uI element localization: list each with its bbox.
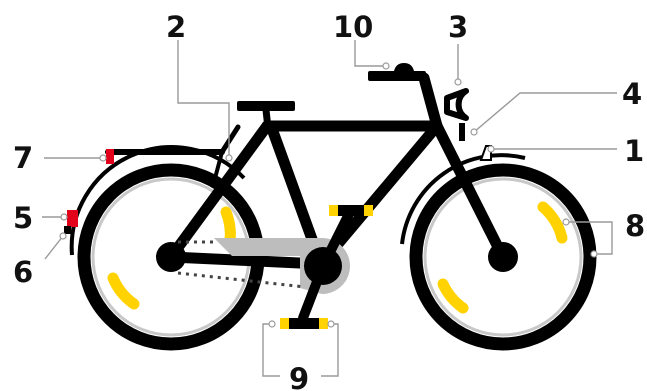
headlight	[447, 91, 466, 118]
callout-5: 5	[13, 201, 33, 235]
callout-10: 10	[333, 10, 373, 44]
leader-1-dot	[488, 146, 494, 152]
carrier-rear-reflector	[106, 149, 114, 164]
callout-8: 8	[625, 209, 645, 243]
leader-2	[178, 40, 229, 158]
front-hub	[488, 242, 518, 272]
bell	[394, 63, 414, 71]
callout-4: 4	[622, 77, 642, 111]
leader-9	[263, 324, 280, 376]
rear-hub	[156, 242, 186, 272]
leader-2-dot	[226, 155, 232, 161]
leader-6-dot	[60, 233, 66, 239]
callout-3: 3	[448, 10, 468, 44]
saddle	[237, 101, 295, 111]
leader-6	[45, 236, 63, 259]
leader-4	[474, 93, 617, 132]
handlebar	[368, 71, 426, 81]
callout-2: 2	[166, 10, 186, 44]
callout-9: 9	[289, 362, 309, 391]
leader-9b	[321, 324, 338, 376]
pedal-upper	[329, 205, 373, 216]
callout-1: 1	[624, 134, 644, 168]
leader-4-dot	[471, 129, 477, 135]
front-reflector	[459, 123, 465, 141]
callout-6: 6	[13, 255, 33, 289]
leader-5-dot	[61, 214, 67, 220]
leader-8-dot-top	[563, 219, 569, 225]
rear-wheel-spoke-reflector-top	[226, 212, 230, 241]
leader-8-dot-bottom	[591, 251, 597, 257]
leader-10-dot	[383, 63, 389, 69]
rear-wheel-spoke-reflector-bottom	[113, 278, 134, 304]
rear-light	[67, 210, 78, 227]
seat-post	[266, 110, 268, 128]
leader-3-dot	[455, 79, 461, 85]
front-wheel-spoke-reflector-bottom	[443, 284, 463, 308]
rear-light-mount	[64, 226, 71, 234]
chain-lower	[178, 273, 305, 287]
front-wheel-spoke-reflector-top	[543, 207, 562, 238]
callout-7: 7	[13, 141, 33, 175]
leader-7-dot	[100, 155, 106, 161]
pedal-lower	[280, 318, 328, 329]
leader-9-dot-left	[269, 321, 275, 327]
leader-9-dot-right	[328, 321, 334, 327]
